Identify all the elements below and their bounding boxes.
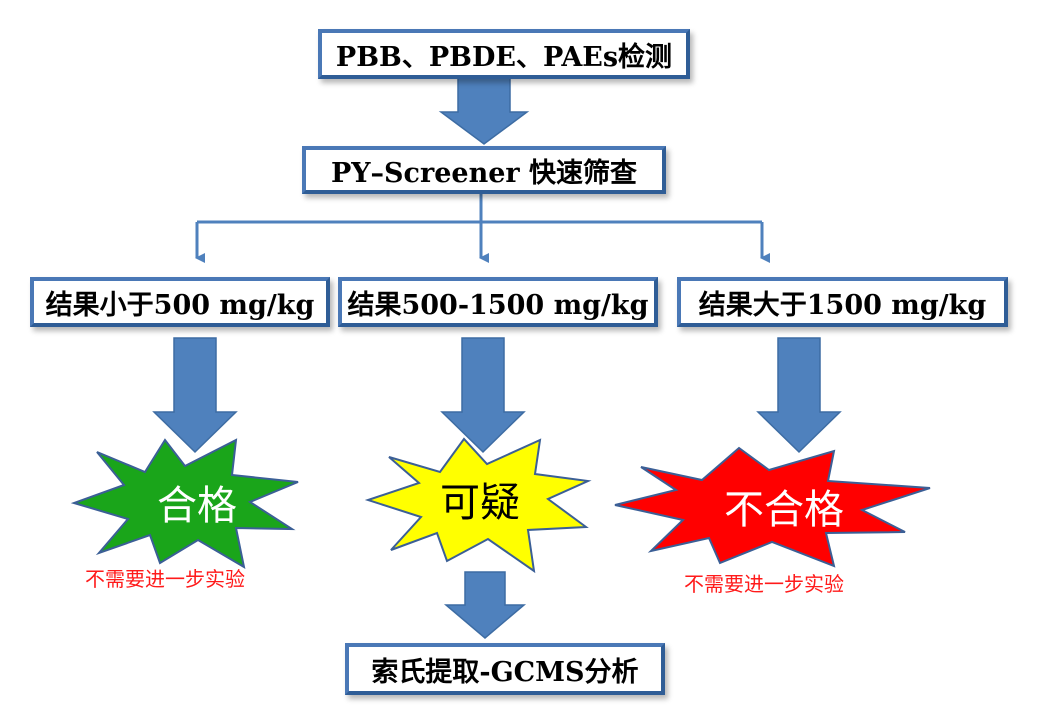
fail-starburst <box>614 446 931 568</box>
detection-box: PBB、PBDE、PAEs检测 <box>318 29 690 79</box>
suspicious-starburst <box>364 437 592 574</box>
result-box-above-1500: 结果大于1500 mg/kg <box>677 277 1008 327</box>
fail-verdict-label: 不合格 <box>724 487 844 533</box>
block-arrow-middle <box>440 337 526 454</box>
suspicious-verdict-label: 可疑 <box>440 480 520 526</box>
block-arrow-top <box>438 77 530 145</box>
pass-no-further-test-note: 不需要进一步实验 <box>85 567 245 591</box>
soxhlet-gcms-box: 索氏提取-GCMS分析 <box>345 643 665 695</box>
branch-connector <box>195 192 770 263</box>
block-arrow-right <box>756 337 842 454</box>
result-box-below-500: 结果小于500 mg/kg <box>30 277 330 327</box>
fail-no-further-test-note: 不需要进一步实验 <box>684 572 844 596</box>
block-arrow-left <box>152 337 238 454</box>
screening-box: PY–Screener 快速筛查 <box>302 146 666 194</box>
pass-starburst <box>70 438 299 569</box>
pass-verdict-label: 合格 <box>157 483 237 529</box>
block-arrow-bottom <box>443 571 527 639</box>
result-box-500-1500: 结果500-1500 mg/kg <box>338 277 658 327</box>
